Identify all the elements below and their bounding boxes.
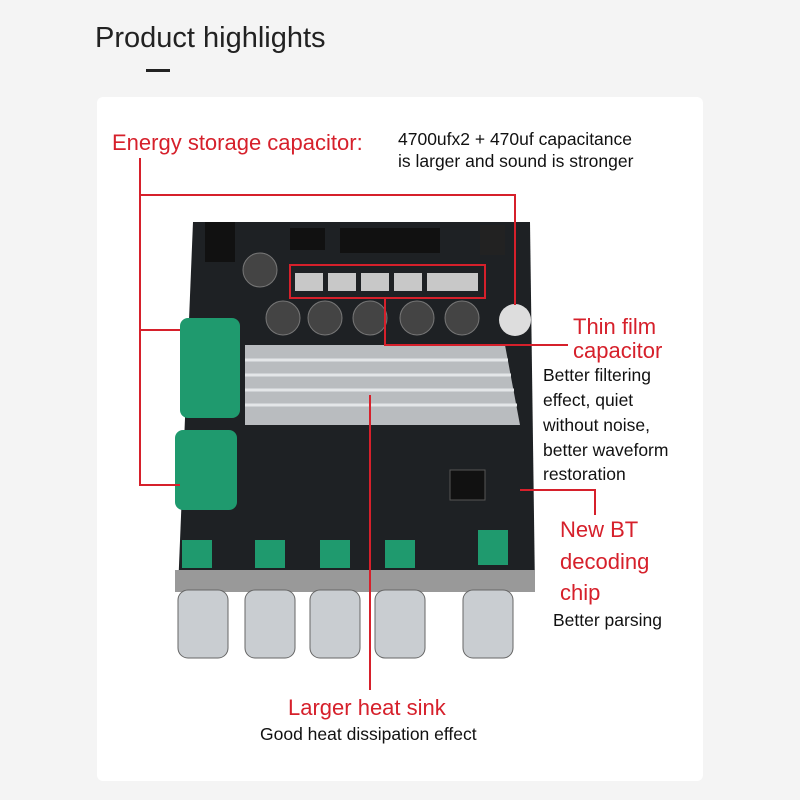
heat-sink — [245, 345, 520, 425]
film-label-1: Thin film — [573, 314, 657, 339]
film-desc-2: effect, quiet — [543, 390, 634, 410]
knobs — [177, 589, 514, 659]
heatsink-label: Larger heat sink — [288, 695, 446, 720]
bt-desc: Better parsing — [553, 610, 662, 630]
bt-label-1: New BT — [560, 517, 639, 542]
bt-label-3: chip — [560, 580, 601, 605]
capacitor-desc-2: is larger and sound is stronger — [398, 151, 634, 171]
bt-chip — [449, 469, 486, 501]
film-desc-1: Better filtering — [543, 365, 651, 385]
potentiometers — [182, 530, 508, 568]
callout-lines — [139, 158, 596, 690]
front-plate — [175, 570, 535, 592]
title-underline — [146, 69, 170, 72]
film-desc-4: better waveform — [543, 440, 669, 460]
capacitor-desc-1: 4700ufx2 + 470uf capacitance — [398, 129, 633, 149]
heatsink-desc: Good heat dissipation effect — [260, 724, 477, 744]
electrolytic-capacitors — [175, 318, 240, 510]
film-desc-3: without noise, — [543, 415, 651, 435]
capacitor-label: Energy storage capacitor: — [112, 130, 363, 155]
film-label-2: capacitor — [573, 338, 663, 363]
film-desc-5: restoration — [543, 464, 626, 484]
bt-label-2: decoding — [560, 549, 650, 574]
page-title: Product highlights — [95, 22, 326, 54]
